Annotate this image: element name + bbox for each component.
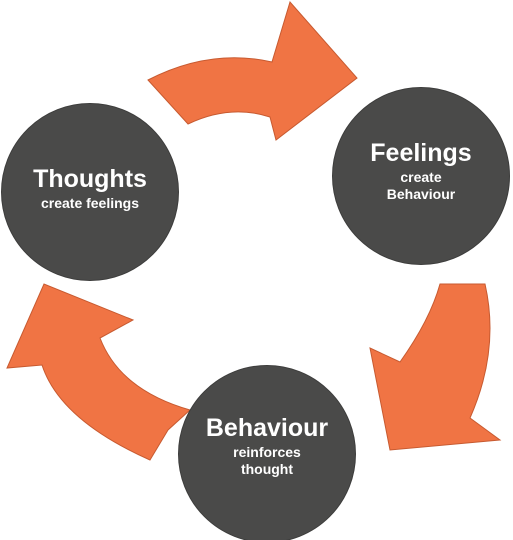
feelings-subtitle: create Behaviour [387, 169, 455, 203]
feelings-title: Feelings [370, 138, 472, 167]
feelings-node: Feelings create Behaviour [332, 87, 510, 265]
arrow-feelings-to-behaviour [369, 283, 502, 451]
arrow-behaviour-to-thoughts [6, 283, 192, 461]
behaviour-node: Behaviour reinforces thought [178, 365, 356, 540]
behaviour-title: Behaviour [205, 413, 329, 442]
behaviour-subtitle-line: reinforces [233, 443, 301, 460]
behaviour-subtitle: reinforces thought [233, 444, 301, 478]
thoughts-title: Thoughts [33, 165, 147, 193]
arrow-thoughts-to-feelings [147, 0, 358, 141]
feelings-subtitle-line: create [400, 168, 442, 185]
thoughts-subtitle-line: create feelings [40, 195, 140, 211]
thoughts-node: Thoughts create feelings [1, 103, 179, 281]
feelings-subtitle-line: Behaviour [386, 185, 456, 202]
thoughts-subtitle: create feelings [41, 195, 139, 212]
behaviour-subtitle-line: thought [240, 460, 294, 477]
